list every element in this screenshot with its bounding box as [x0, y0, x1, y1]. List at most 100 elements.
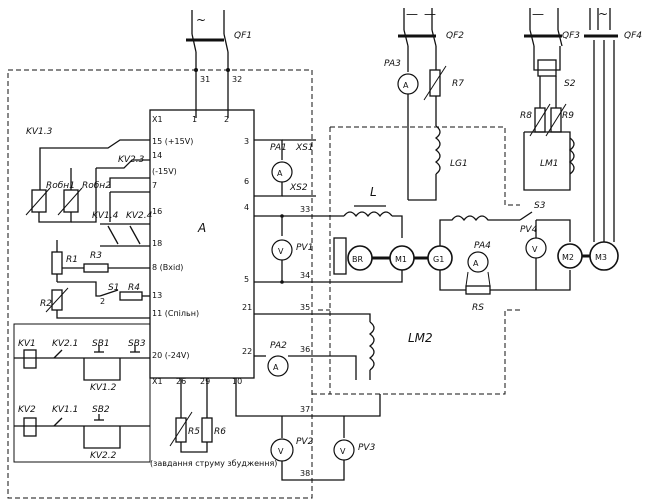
inductor-l-label: L	[370, 185, 377, 199]
breaker-qf1-label: QF1	[234, 31, 252, 41]
breaker-qf2-label: QF2	[446, 31, 464, 41]
relay-coil-kv1	[23, 349, 37, 369]
resistor-r1	[51, 251, 63, 275]
resistor-r6	[201, 417, 213, 443]
pin-18: 18	[152, 239, 162, 248]
voltmeter-pv3-symbol: V	[340, 447, 346, 456]
pin-13: 13	[152, 291, 162, 300]
terminal-37: 37	[300, 405, 310, 414]
shunt-rs-label: RS	[472, 303, 484, 313]
machine-group-frame-bottom	[329, 127, 520, 395]
pin-2-left: 2	[100, 297, 105, 306]
relay-kv2-label: KV2	[18, 405, 36, 415]
terminal-33: 33	[300, 205, 310, 214]
contact-kv22-label: KV2.2	[90, 451, 117, 461]
pin-22: 22	[242, 347, 252, 356]
field-winding-lm1-label: LM2	[408, 331, 433, 345]
ammeter-pa1-label: PA1	[270, 143, 287, 153]
resistor-r3	[83, 263, 109, 273]
relay-ladder-frame	[13, 323, 151, 463]
ammeter-pa2-label: PA2	[270, 341, 287, 351]
pin-minus15: (-15V)	[152, 167, 177, 176]
voltmeter-pv4-label: PV4	[520, 225, 538, 235]
button-sb1-label: SB1	[92, 339, 110, 349]
pin-14: 14	[152, 151, 162, 160]
resistor-r7-label: R7	[452, 79, 464, 89]
terminal-36: 36	[300, 345, 310, 354]
terminal-38: 38	[300, 469, 310, 478]
resistor-r5	[175, 417, 187, 443]
pin-2: 2	[224, 115, 229, 124]
control-cabinet-frame	[7, 69, 313, 499]
resistor-r8-label: R8	[520, 111, 532, 121]
field-winding-lm2	[568, 137, 575, 175]
relay-coil-kv2	[23, 417, 37, 437]
pin-x1-bottom: X1	[152, 377, 163, 386]
field-winding-lm1	[368, 321, 375, 371]
button-sb2-label: SB2	[92, 405, 110, 415]
pin-21: 21	[242, 303, 252, 312]
field-winding-lm2-label: LM1	[540, 159, 559, 169]
controller-a-label: A	[197, 221, 206, 235]
resistor-r9-label: R9	[562, 111, 574, 121]
motor-m2-label: M2	[562, 253, 574, 262]
socket-xs2-label: XS2	[289, 183, 308, 193]
ammeter-pa4	[467, 251, 489, 273]
controller-a-box	[149, 109, 255, 379]
voltmeter-pv3-label: PV3	[358, 443, 376, 453]
supply-mark-4: ~	[598, 7, 608, 21]
pin-16: 16	[152, 207, 162, 216]
shunt-rs	[465, 285, 491, 295]
supply-mark-2: —	[406, 7, 418, 21]
resistor-r4	[119, 291, 143, 301]
field-winding-lg1	[434, 125, 441, 175]
pin-8: 8 (Bxid)	[152, 263, 183, 272]
tachogenerator-br-label: BR	[352, 255, 363, 264]
resistor-r4-label: R4	[128, 283, 140, 293]
pin-4: 4	[244, 203, 249, 212]
switch-s2-label: S2	[564, 79, 576, 89]
ammeter-pa4-label: PA4	[474, 241, 491, 251]
machine-group-frame-top	[330, 126, 520, 206]
pin-7: 7	[152, 181, 157, 190]
pin-29: 29	[200, 377, 210, 386]
resistor-r6-label: R6	[214, 427, 226, 437]
terminal-34: 34	[300, 271, 310, 280]
supply-mark-3: —	[532, 7, 544, 21]
excitation-setpoint-note: (завдання струму збудження)	[150, 459, 277, 468]
resistor-r2-label: R2	[40, 299, 52, 309]
terminal-32: 32	[232, 75, 242, 84]
relay-kv1-label: KV1	[18, 339, 36, 349]
pin-15: 15 (+15V)	[152, 137, 193, 146]
contact-kv13-label: KV1.3	[26, 127, 53, 137]
supply-mark-2b: —	[424, 7, 436, 21]
voltmeter-pv2-label: PV2	[296, 437, 314, 447]
ammeter-pa3-symbol: A	[403, 81, 409, 90]
switch-s3-label: S3	[534, 201, 546, 211]
button-sb3-label: SB3	[128, 339, 146, 349]
switch-s2	[537, 59, 557, 77]
voltmeter-pv1-symbol: V	[278, 247, 284, 256]
resistor-r1-label: R1	[66, 255, 78, 265]
ammeter-pa4-symbol: A	[473, 259, 479, 268]
inductor-l	[343, 211, 393, 218]
pin-1: 1	[192, 115, 197, 124]
breaker-qf4-label: QF4	[624, 31, 642, 41]
generator-g1-label: G1	[433, 255, 444, 264]
contact-kv12-label: KV1.2	[90, 383, 117, 393]
ammeter-pa2	[267, 355, 289, 377]
socket-xs1-label: XS1	[295, 143, 314, 153]
contact-kv11-label: KV1.1	[52, 405, 78, 415]
motor-m3-label: M3	[595, 253, 607, 262]
terminal-31: 31	[200, 75, 210, 84]
terminal-35: 35	[300, 303, 310, 312]
voltmeter-pv4-symbol: V	[532, 245, 538, 254]
supply-mark-1: ~	[196, 13, 206, 27]
pin-x1-top: X1	[152, 115, 163, 124]
switch-s1-label: S1	[108, 283, 119, 293]
voltmeter-pv1-label: PV1	[296, 243, 313, 253]
pin-10: 10	[232, 377, 242, 386]
pin-11: 11 (Cпільн)	[152, 309, 199, 318]
